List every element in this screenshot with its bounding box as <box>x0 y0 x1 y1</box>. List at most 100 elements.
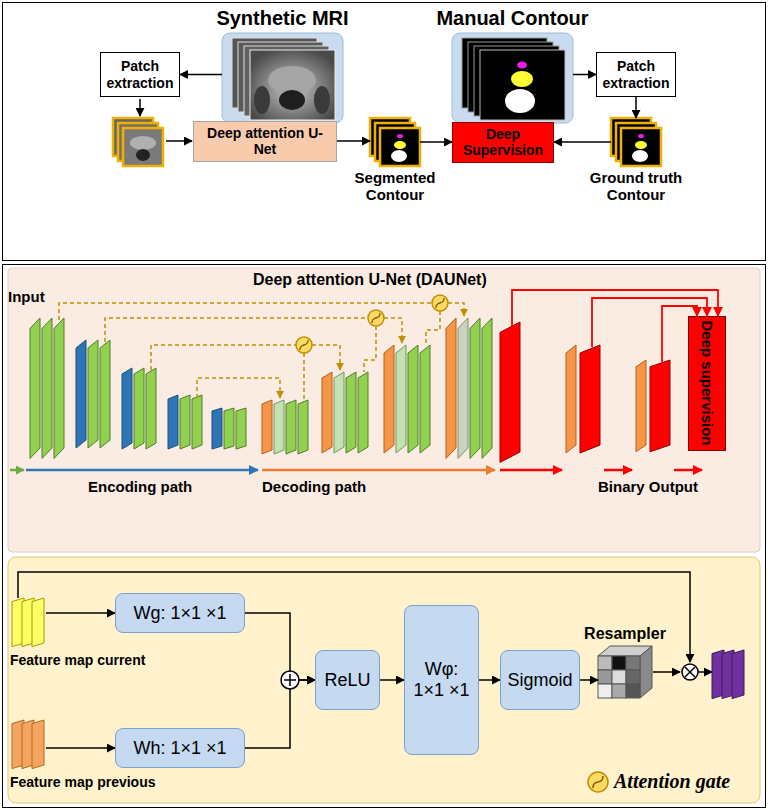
supervision-box: Deep Supervision <box>452 122 554 163</box>
conv-layer <box>192 395 202 449</box>
gate-curve <box>372 313 380 323</box>
conv-layer <box>180 395 190 449</box>
mri-slice <box>250 50 335 120</box>
connector <box>479 679 500 681</box>
pool-layer <box>122 368 132 449</box>
gating-line <box>426 311 440 345</box>
output-arrow <box>500 469 562 472</box>
image-caption: Segmented Contour <box>347 169 443 204</box>
contour-structure <box>511 71 533 87</box>
patch-slice <box>123 128 163 166</box>
supervision-label: Deep Supervision <box>457 126 549 158</box>
product-symbol-bar <box>685 667 695 677</box>
cube-cell <box>612 684 626 698</box>
decoding-arrow <box>262 469 495 472</box>
contour-structure <box>517 62 527 69</box>
cube-cell <box>612 670 626 684</box>
concat-layer <box>458 318 468 458</box>
gating-line <box>303 353 305 399</box>
cube-cell <box>626 684 640 698</box>
pool-layer <box>76 340 86 448</box>
conv-label: Wφ: 1×1 ×1 <box>409 659 474 700</box>
conv-layer <box>470 318 480 458</box>
contour-structure <box>391 150 407 162</box>
bottom-frame <box>3 265 766 808</box>
connector <box>420 141 452 143</box>
contour-patch <box>380 128 420 166</box>
conv-box: Wg: 1×1 ×1 <box>115 593 245 633</box>
cube-cell <box>598 670 612 684</box>
contour-image: Ground truth Contour <box>611 118 661 166</box>
cube-cell <box>598 684 612 698</box>
conv-layer <box>346 372 356 453</box>
conv-layer <box>482 318 492 458</box>
residual-line <box>18 572 690 662</box>
concat-layer <box>396 345 406 453</box>
upsample-layer <box>636 360 646 452</box>
network-box: Deep attention U-Net <box>193 121 337 162</box>
skip-connection <box>384 318 402 343</box>
image-heading: Synthetic MRI <box>216 7 348 30</box>
connector <box>554 141 611 143</box>
connector <box>245 680 315 748</box>
image-panel: Manual Contour <box>452 33 573 123</box>
connector <box>380 679 404 681</box>
flow-arrow <box>698 671 712 673</box>
panel-title: Deep attention U-Net (DAUNet) <box>253 271 487 289</box>
conv-box: Wφ: 1×1 ×1 <box>404 605 479 755</box>
product-symbol-bar <box>685 667 695 677</box>
process-label: Patch extraction <box>601 58 671 90</box>
conv-layer <box>420 345 430 453</box>
feature-stack: Feature map current <box>10 596 46 648</box>
contour-patch <box>621 128 661 166</box>
cube-side <box>640 646 652 698</box>
concat-layer <box>274 400 284 454</box>
mri-tissue <box>254 86 270 114</box>
input-arrow <box>10 469 24 472</box>
skip-connection <box>312 345 340 370</box>
gate-circle <box>368 310 384 326</box>
path-label: Decoding path <box>262 478 366 495</box>
pool-layer <box>168 395 178 449</box>
mri-tissue <box>314 86 330 114</box>
contour-structure <box>638 134 644 138</box>
activation-label: ReLU <box>324 670 370 691</box>
feature-label: Feature map previous <box>10 774 156 790</box>
mri-tissue <box>130 136 156 150</box>
skip-connection <box>197 378 280 398</box>
encoding-arrow <box>26 469 258 472</box>
conv-layer <box>298 400 308 454</box>
activation-label: Sigmoid <box>507 670 572 691</box>
conv-layer <box>358 372 368 453</box>
conv-label: Wg: 1×1 ×1 <box>133 603 226 624</box>
supervision-box: Deep supervision <box>688 316 726 451</box>
upsample-layer <box>262 400 272 454</box>
output-arrow <box>674 469 702 472</box>
connector <box>580 679 598 681</box>
mri-tissue <box>136 149 150 161</box>
conv-layer <box>286 400 296 454</box>
output-label: Binary Output <box>598 478 698 495</box>
feature-map <box>32 720 44 769</box>
cube-cell <box>612 656 626 670</box>
skip-connection <box>105 318 368 342</box>
legend-gate-curve <box>593 776 603 788</box>
activation-box: ReLU <box>315 650 380 710</box>
connector <box>46 612 115 614</box>
conv-layer <box>134 368 144 449</box>
path-label: Encoding path <box>88 478 192 495</box>
network-label: Deep attention U-Net <box>198 125 332 157</box>
contour-image: Segmented Contour <box>370 118 420 166</box>
mri-tissue <box>279 90 305 110</box>
feature-map <box>32 598 44 647</box>
contour-structure <box>394 141 406 149</box>
gate-panel <box>8 557 760 803</box>
cube-cell <box>626 656 640 670</box>
feature-label: Feature map current <box>10 652 145 668</box>
conv-layer <box>236 408 246 449</box>
skip-connection <box>151 345 296 370</box>
conv-layer <box>30 318 40 458</box>
supervision-label: Deep supervision <box>698 320 715 445</box>
conv-layer <box>408 345 418 453</box>
